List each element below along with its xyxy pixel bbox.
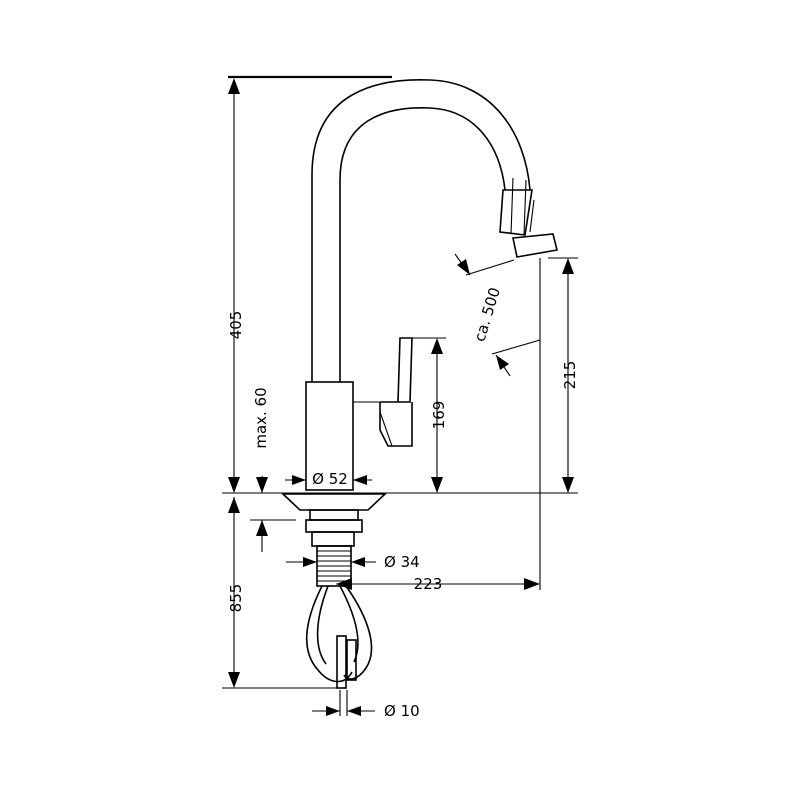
dim-label-223: 223 (414, 575, 443, 593)
dim-label-169: 169 (430, 401, 448, 430)
dimension-lines (222, 78, 578, 716)
dim-label-855: 855 (227, 584, 245, 613)
dim-label-diameter-10: Ø 10 (384, 702, 420, 720)
dim-label-ca-500: ca. 500 (470, 285, 503, 343)
dim-label-215: 215 (561, 361, 579, 390)
dim-label-diameter-52: Ø 52 (312, 470, 348, 488)
dim-label-max-60: max. 60 (252, 387, 270, 448)
faucet-outline (228, 75, 558, 689)
dim-label-405: 405 (227, 311, 245, 340)
dim-label-diameter-34: Ø 34 (384, 553, 420, 571)
